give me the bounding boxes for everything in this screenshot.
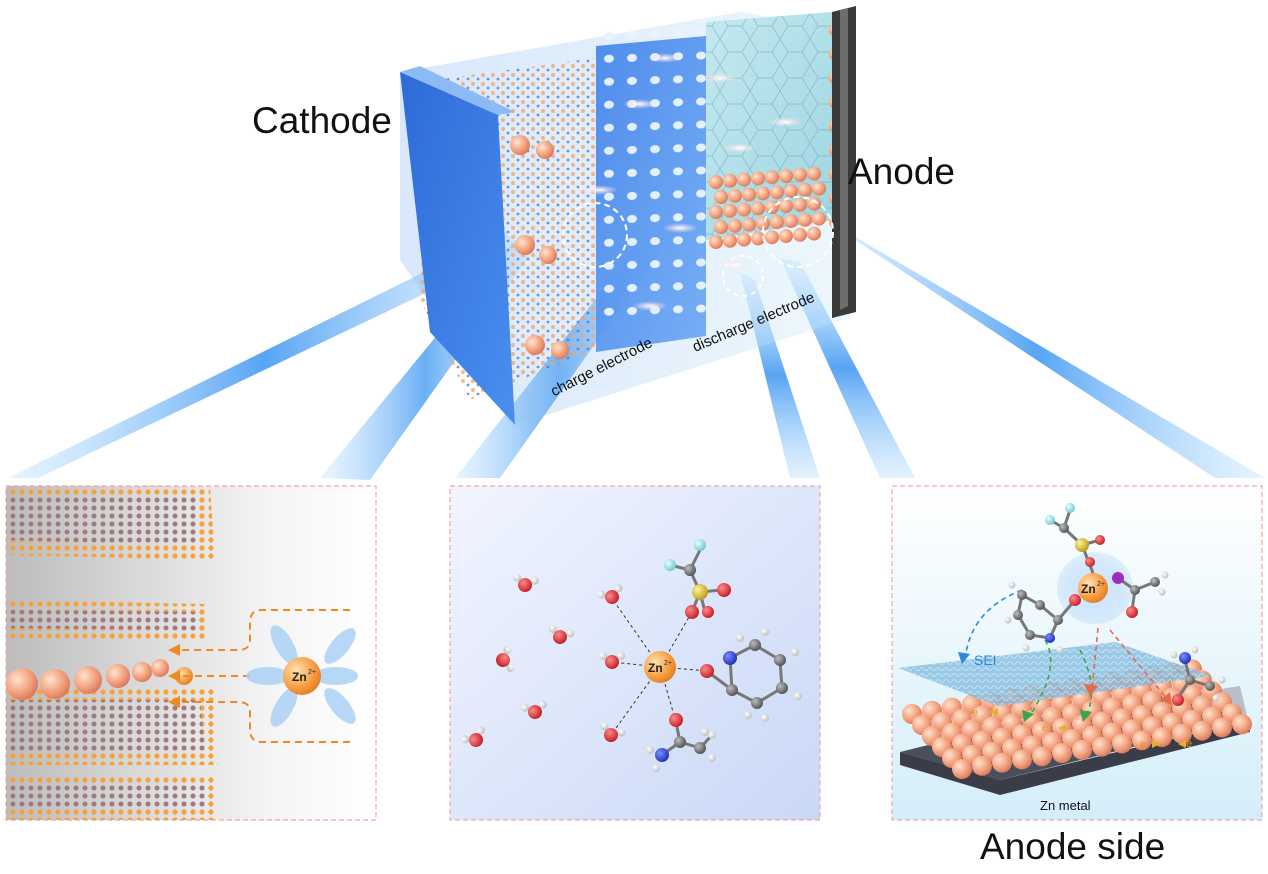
solvated-zn-ion-icon: Zn 2+ (246, 625, 358, 727)
anode-molecules (1004, 503, 1226, 706)
water-molecule-icon (548, 624, 575, 644)
water-molecule-icon (461, 726, 485, 747)
molecules (461, 539, 802, 772)
water-molecule-icon (513, 573, 539, 592)
intercalated-zn-row (6, 659, 193, 700)
water-molecule-icon (600, 722, 626, 742)
battery-illustration (400, 6, 856, 425)
cyclic-amide-icon (700, 628, 802, 722)
cathode-label: Cathode (252, 100, 392, 141)
cathode-plate (400, 72, 515, 425)
cathode-zoom-circle (562, 202, 628, 268)
anode-zn-ion-icon: Zn 2+ (1078, 573, 1108, 603)
central-zn-ion-icon: Zn 2+ (644, 651, 676, 683)
anode-zoom-circle (762, 196, 834, 268)
svg-text:e: e (1042, 722, 1048, 734)
zn-metal-label: Zn metal (1040, 798, 1091, 813)
water-molecule-icon (496, 646, 515, 672)
cathode-interface-panel: Zn 2+ (5, 485, 377, 821)
acetamide-molecule-icon (646, 713, 716, 772)
zn-ion-flow (582, 53, 803, 311)
svg-text:e: e (1140, 739, 1146, 751)
svg-text:2+: 2+ (664, 660, 672, 667)
sulfonate-anion-icon (664, 539, 731, 619)
svg-text:2+: 2+ (1097, 581, 1105, 588)
anode-side-label: Anode side (980, 826, 1166, 867)
solvation-structure-panel: Zn 2+ (449, 485, 821, 821)
zn-ion-symbol: Zn (292, 670, 307, 684)
svg-text:Zn: Zn (1081, 582, 1096, 596)
cathode-intercalated-zn (510, 135, 569, 359)
svg-text:e: e (972, 707, 978, 719)
anode-label: Anode (848, 151, 955, 192)
water-molecule-icon (599, 652, 625, 669)
electron-icons: e e e e (972, 707, 1192, 751)
sei-label: SEI (974, 652, 997, 668)
insertion-arrows (178, 609, 350, 743)
electrolyte-zoom-circle (722, 255, 764, 297)
cathode-layers (6, 486, 218, 820)
svg-text:e: e (1186, 738, 1192, 750)
anode-side-panel: SEI e e e e Zn 2+ (891, 485, 1263, 821)
zn-ion-charge: 2+ (308, 669, 316, 676)
water-molecule-icon (521, 700, 547, 719)
svg-text:Zn: Zn (648, 661, 663, 675)
water-molecule-icon (597, 584, 623, 604)
